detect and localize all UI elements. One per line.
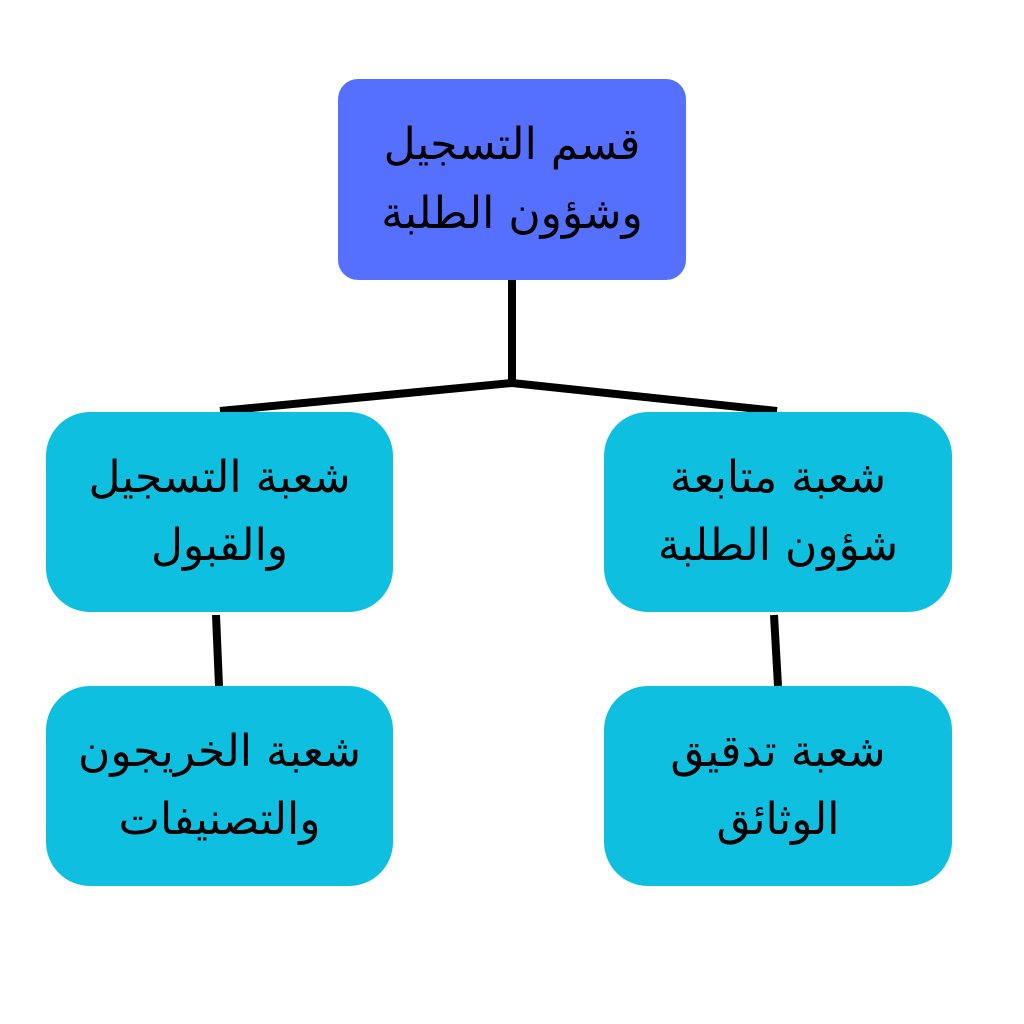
registration-admission-line1: شعبة التسجيل [88, 451, 351, 503]
registration-admission-line2: والقبول [150, 520, 289, 571]
doc-verification-line2: الوثائق [716, 794, 840, 845]
doc-verification-line1: شعبة تدقيق [670, 725, 886, 777]
branch-line-right [511, 379, 778, 415]
root-node-registration-student-affairs: قسم التسجيل وشؤون الطلبة [338, 79, 686, 280]
node-student-affairs-followup: شعبة متابعة شؤون الطلبة [604, 412, 952, 612]
node-graduates-classifications: شعبة الخريجون والتصنيفات [46, 686, 393, 886]
student-followup-line1: شعبة متابعة [669, 451, 887, 503]
branch-line-left [219, 379, 513, 415]
root-node-text: قسم التسجيل وشؤون الطلبة [381, 111, 643, 247]
registration-admission-text: شعبة التسجيل والقبول [88, 444, 350, 580]
right-child-connector [770, 614, 782, 687]
node-registration-admission: شعبة التسجيل والقبول [46, 412, 393, 612]
graduates-text: شعبة الخريجون والتصنيفات [78, 718, 361, 854]
student-followup-text: شعبة متابعة شؤون الطلبة [658, 444, 898, 580]
doc-verification-text: شعبة تدقيق الوثائق [670, 718, 885, 854]
root-node-line1: قسم التسجيل [383, 119, 641, 171]
graduates-line2: والتصنيفات [118, 794, 321, 845]
node-document-verification: شعبة تدقيق الوثائق [604, 686, 952, 886]
student-followup-line2: شؤون الطلبة [657, 520, 899, 571]
left-child-connector [212, 614, 223, 687]
root-node-line2: وشؤون الطلبة [381, 187, 643, 239]
graduates-line1: شعبة الخريجون [78, 725, 361, 777]
